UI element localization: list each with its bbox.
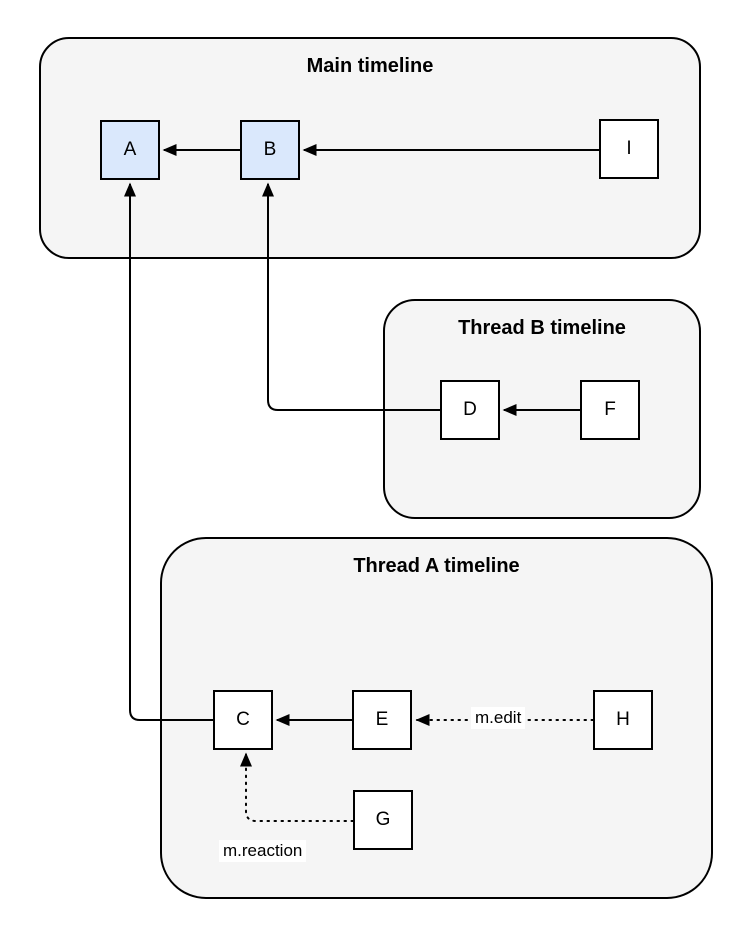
main-timeline-title: Main timeline <box>306 55 434 77</box>
node-a: A <box>100 120 160 180</box>
node-d: D <box>440 380 500 440</box>
node-b: B <box>240 120 300 180</box>
node-i: I <box>599 119 659 179</box>
node-f: F <box>580 380 640 440</box>
edge-label-m-reaction: m.reaction <box>219 840 307 862</box>
thread-b-timeline-title: Thread B timeline <box>458 317 626 339</box>
node-g: G <box>353 790 413 850</box>
node-e: E <box>352 690 412 750</box>
thread-a-timeline-title: Thread A timeline <box>353 555 520 577</box>
node-c: C <box>213 690 273 750</box>
container-thread-b-timeline: Thread B timeline <box>383 299 701 519</box>
node-h: H <box>593 690 653 750</box>
edge-label-m-edit: m.edit <box>471 707 526 729</box>
